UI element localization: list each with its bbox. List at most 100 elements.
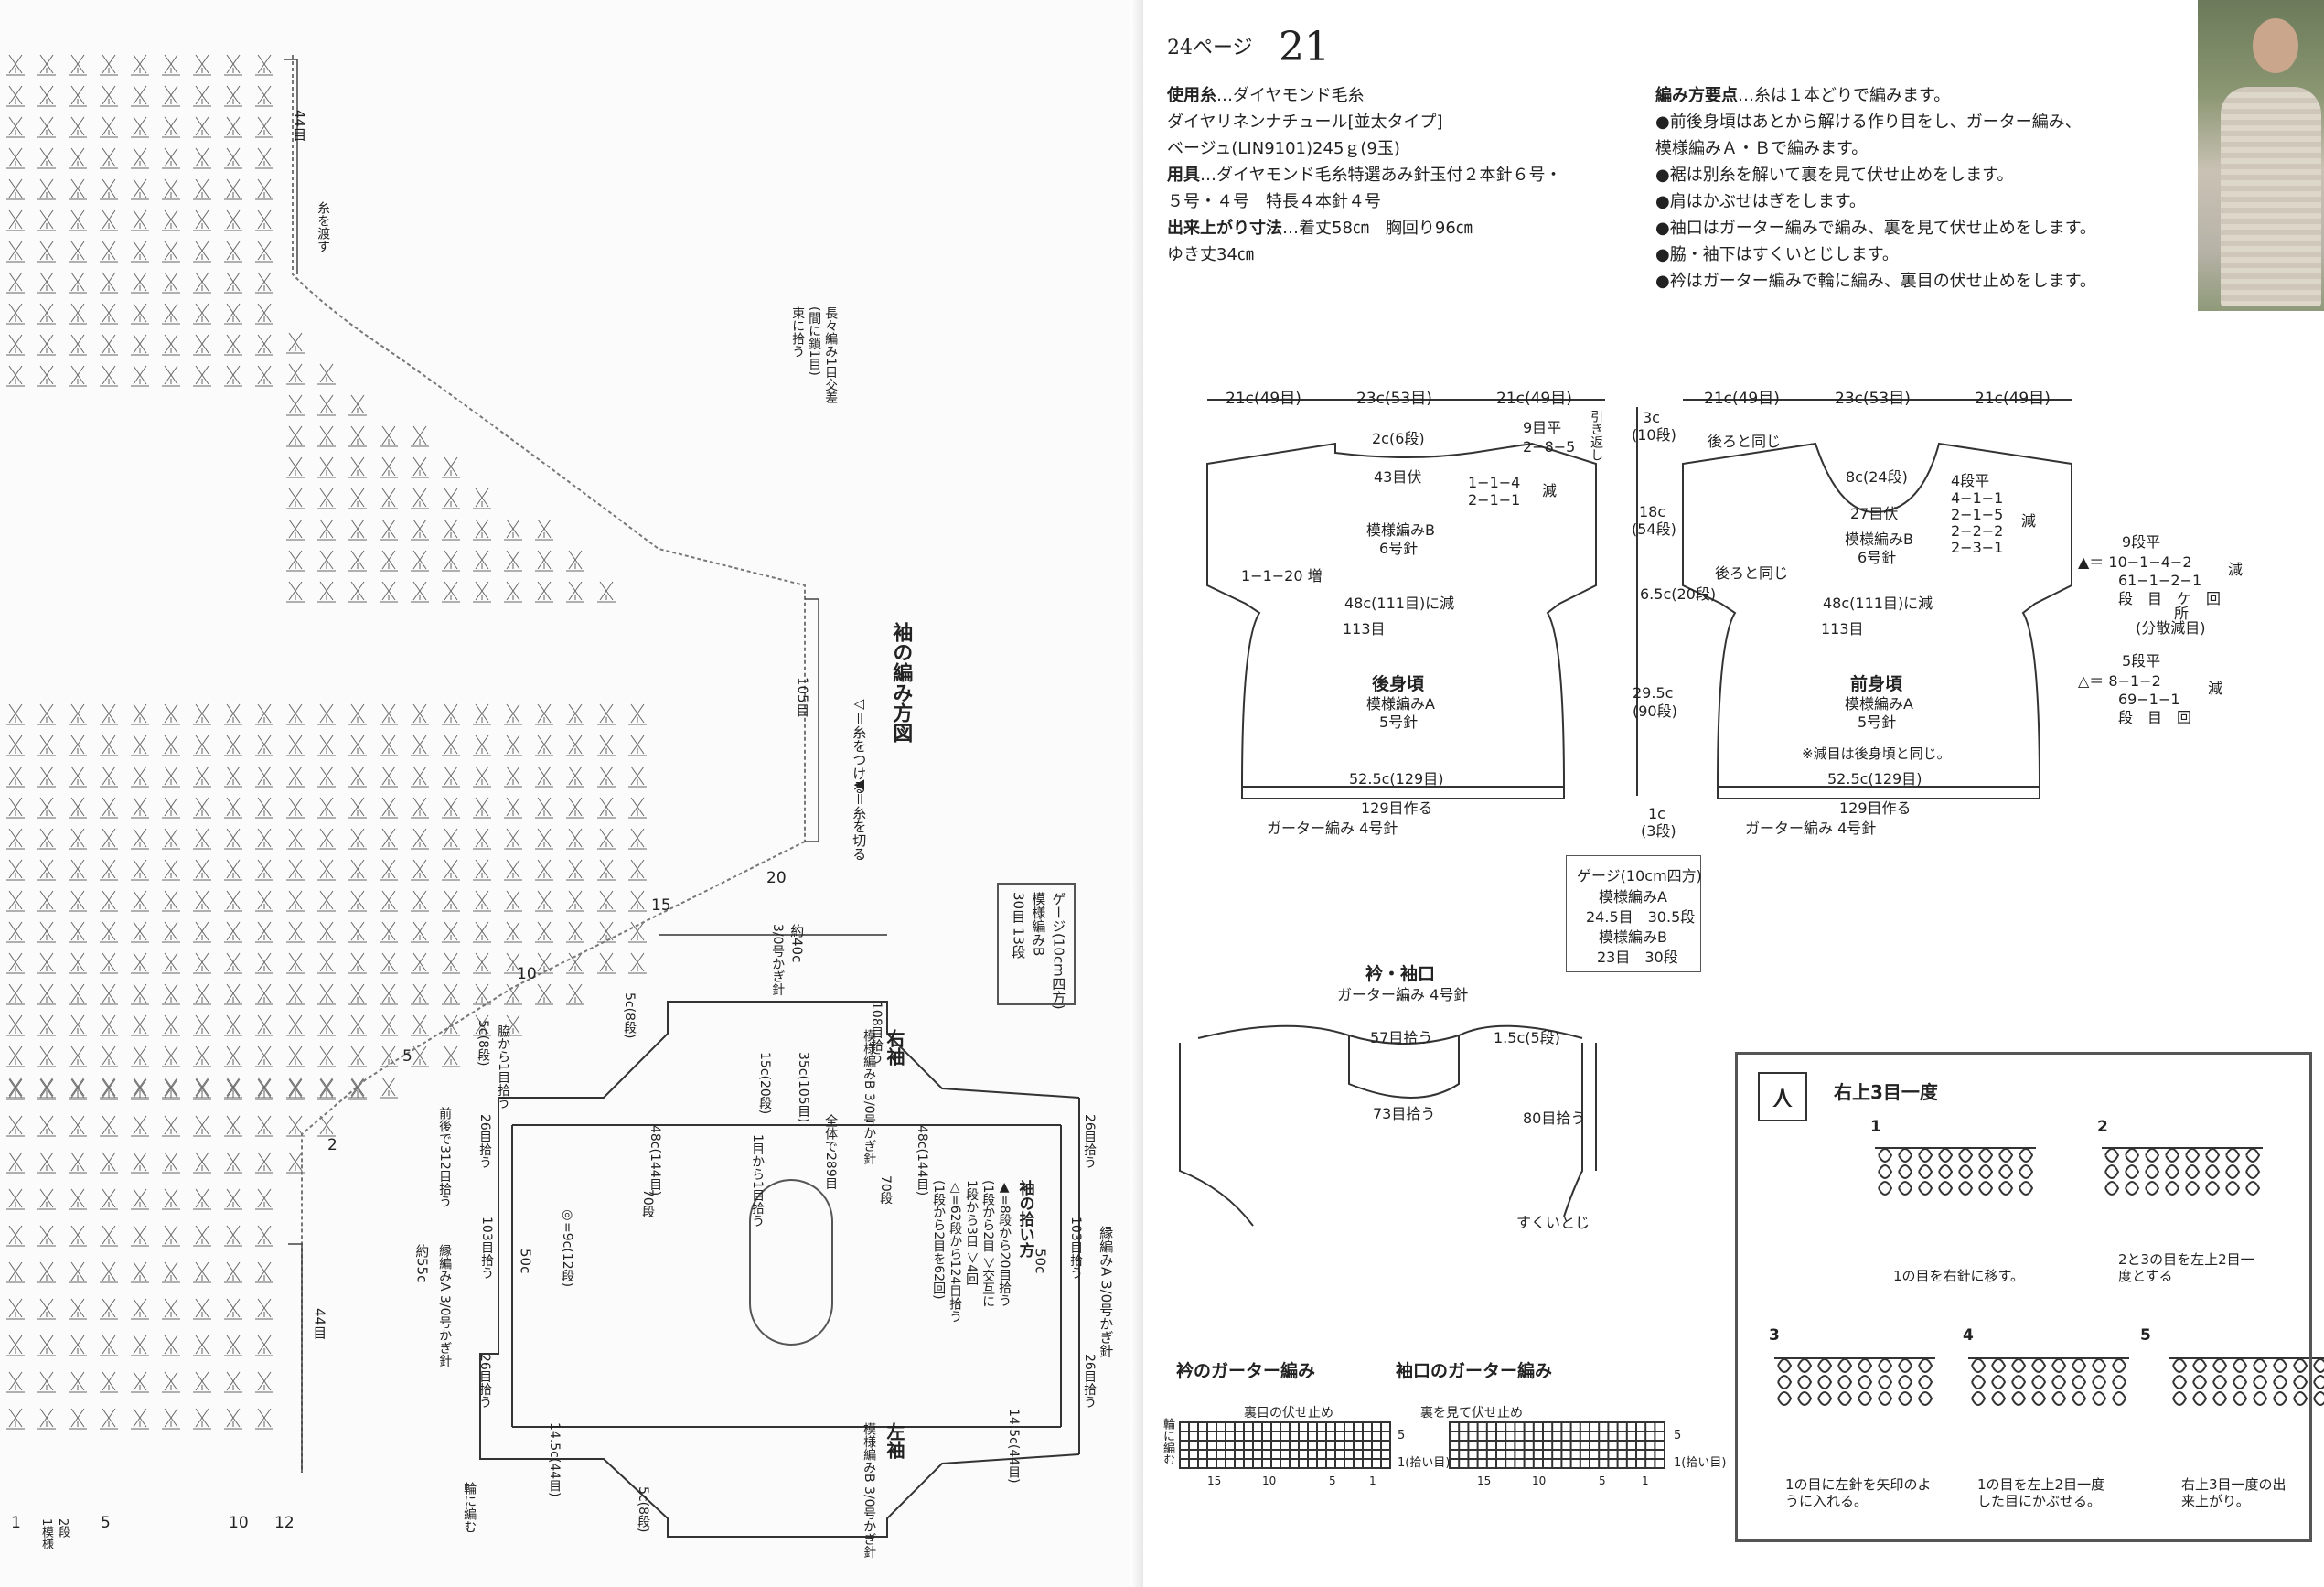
back-c48: 48c(111目)に減 bbox=[1344, 595, 1455, 612]
stitch-mark bbox=[224, 272, 242, 294]
gauge-line-2: 30目 13段 bbox=[1010, 892, 1027, 959]
back-garter: ガーター編み 4号針 bbox=[1267, 820, 1398, 837]
stitch-mark bbox=[255, 890, 273, 912]
stitch-mark bbox=[193, 147, 211, 169]
collar-garter-top: 裏目の伏せ止め bbox=[1244, 1406, 1333, 1421]
stitch-mark bbox=[348, 1014, 367, 1036]
stitch-mark bbox=[597, 859, 616, 881]
stitch-mark bbox=[255, 952, 273, 974]
stitch-mark bbox=[6, 241, 25, 263]
stitch-mark bbox=[380, 1014, 398, 1036]
row-num-15: 15 bbox=[651, 896, 671, 915]
mid-18c: 18c bbox=[1639, 503, 1666, 520]
label-44-bottom: 44目 bbox=[311, 1308, 328, 1340]
stitch-mark bbox=[224, 983, 242, 1005]
stitch-mark bbox=[224, 1045, 242, 1067]
stitch-mark bbox=[628, 828, 647, 850]
collar-p15: 1.5c(5段) bbox=[1494, 1029, 1560, 1046]
stitch-mark bbox=[69, 1077, 87, 1099]
edge-right: 縁編みA 3/0号かぎ針 bbox=[437, 1244, 453, 1367]
knit-loop bbox=[2125, 1148, 2140, 1196]
stitch-mark bbox=[6, 272, 25, 294]
stitch-mark bbox=[255, 766, 273, 788]
stitch-mark bbox=[380, 828, 398, 850]
stitch-mark bbox=[348, 456, 367, 478]
front-pattB: 模様編みB bbox=[1845, 531, 1913, 548]
stitch-mark bbox=[69, 1188, 87, 1210]
c48b: 48c(144目) bbox=[915, 1125, 930, 1196]
front-f2: 2−1−5 bbox=[1951, 506, 2004, 523]
mid-10: (10段) bbox=[1632, 426, 1676, 444]
stitch-mark bbox=[504, 1014, 522, 1036]
bracket-44-top bbox=[284, 59, 298, 274]
stitch-mark bbox=[6, 147, 25, 169]
stitch-mark bbox=[535, 735, 553, 756]
stitch-mark bbox=[473, 735, 491, 756]
stitch-mark bbox=[193, 241, 211, 263]
rows70a: 70段 bbox=[640, 1189, 656, 1218]
technique-title: 右上3目一度 bbox=[1834, 1081, 1938, 1103]
stitch-mark bbox=[69, 1014, 87, 1036]
stitch-mark bbox=[255, 1077, 273, 1099]
stitch-mark bbox=[286, 766, 305, 788]
knit-loop bbox=[1878, 1358, 1893, 1406]
stitch-mark bbox=[131, 85, 149, 107]
stitch-mark bbox=[6, 890, 25, 912]
stitch-mark bbox=[286, 488, 305, 509]
stitch-mark bbox=[131, 1371, 149, 1393]
stitch-mark bbox=[69, 859, 87, 881]
stitch-mark bbox=[380, 766, 398, 788]
pickup-line-3: 1段から3目 ＞4回 bbox=[964, 1180, 980, 1286]
stitch-mark bbox=[380, 797, 398, 819]
stitch-mark bbox=[255, 735, 273, 756]
stitch-mark bbox=[224, 209, 242, 231]
stitch-mark bbox=[193, 272, 211, 294]
knit-loop bbox=[1971, 1358, 1987, 1406]
stitch-mark bbox=[193, 859, 211, 881]
stitch-mark bbox=[380, 1077, 398, 1099]
c50a: 50c bbox=[517, 1249, 534, 1274]
stitch-mark bbox=[37, 921, 56, 943]
stitch-mark bbox=[69, 54, 87, 76]
stitch-mark bbox=[131, 1045, 149, 1067]
stitch-mark bbox=[69, 735, 87, 756]
stitch-mark bbox=[535, 921, 553, 943]
stitch-mark bbox=[473, 983, 491, 1005]
stitch-mark bbox=[566, 581, 584, 603]
back-r114: 1−1−4 bbox=[1468, 474, 1521, 491]
stitch-mark bbox=[193, 1261, 211, 1283]
stitch-mark bbox=[131, 952, 149, 974]
stitch-mark bbox=[504, 797, 522, 819]
front-m113: 113目 bbox=[1821, 620, 1864, 638]
stitch-mark bbox=[6, 1077, 25, 1099]
stitch-mark bbox=[255, 303, 273, 325]
stitch-mark bbox=[224, 1225, 242, 1247]
legend-repeat: 1模様 bbox=[38, 1518, 53, 1550]
stitch-mark bbox=[100, 334, 118, 356]
collar-p57: 57目拾う bbox=[1370, 1029, 1433, 1046]
knit-loop bbox=[2185, 1148, 2201, 1196]
stitch-mark bbox=[473, 703, 491, 725]
stitch-mark bbox=[224, 859, 242, 881]
front-plain4: 4段平 bbox=[1951, 472, 1990, 489]
stitch-mark bbox=[597, 766, 616, 788]
stitch-mark bbox=[348, 550, 367, 572]
stitch-mark bbox=[162, 116, 180, 138]
stitch-mark bbox=[193, 1298, 211, 1320]
stitch-mark bbox=[224, 828, 242, 850]
stitch-mark bbox=[628, 735, 647, 756]
pick-26a: 26目拾う bbox=[477, 1114, 493, 1169]
stitch-mark bbox=[131, 1152, 149, 1174]
collar-p73: 73目拾う bbox=[1373, 1105, 1436, 1122]
front-fu27: 27目伏 bbox=[1850, 505, 1899, 522]
stitch-mark bbox=[442, 1045, 460, 1067]
stitch-mark bbox=[473, 766, 491, 788]
material-line: 使用糸…ダイヤモンド毛糸 bbox=[1167, 82, 1561, 109]
stitch-mark bbox=[69, 1261, 87, 1283]
dec1-5: (分散減目) bbox=[2136, 619, 2206, 637]
stitch-mark bbox=[317, 363, 336, 385]
stitch-mark bbox=[37, 85, 56, 107]
dec1-0: 9段平 bbox=[2122, 533, 2161, 551]
stitch-mark bbox=[504, 952, 522, 974]
stitch-mark bbox=[348, 859, 367, 881]
